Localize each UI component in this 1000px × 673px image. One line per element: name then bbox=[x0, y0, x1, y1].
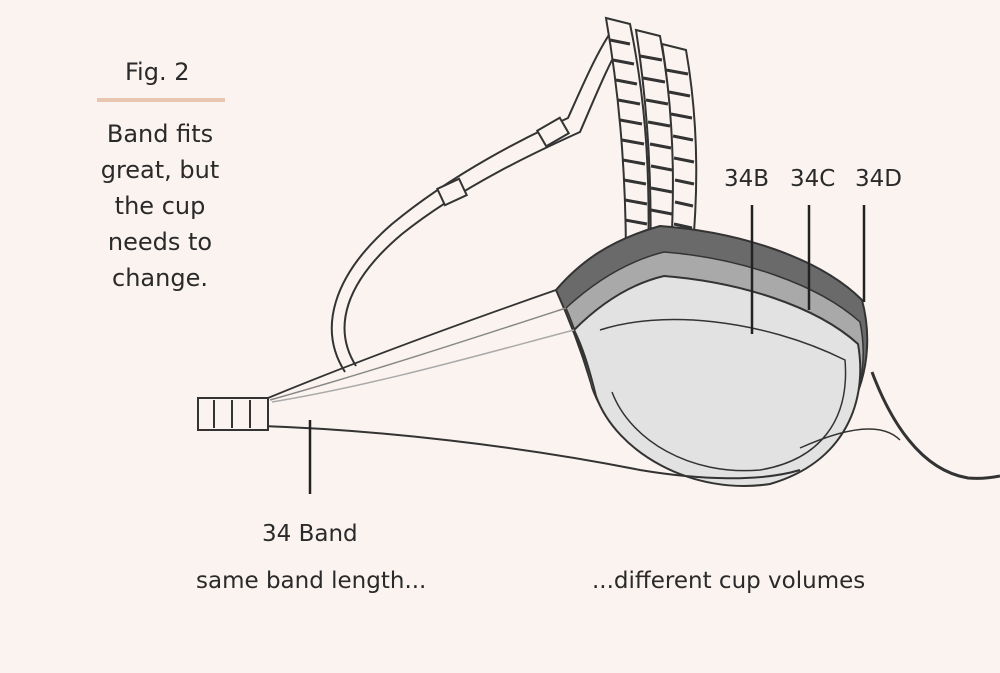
center-gore-curve bbox=[799, 428, 901, 449]
hook-eye-columns bbox=[213, 400, 251, 428]
cup-seam bbox=[599, 318, 847, 472]
band-wing-mid-2 bbox=[271, 329, 575, 403]
strap-slider-lower bbox=[435, 177, 469, 207]
band-wing-mid-1 bbox=[269, 307, 567, 401]
shoulder-strap-outer bbox=[330, 21, 619, 373]
band-length-note: same band length... bbox=[196, 568, 427, 594]
title-underline bbox=[97, 98, 225, 102]
cup-label-34b: 34B bbox=[724, 166, 770, 192]
cup-volume-note: ...different cup volumes bbox=[592, 568, 866, 594]
band-wing-top bbox=[267, 289, 557, 399]
strap-slider-upper bbox=[535, 116, 571, 148]
shoulder-strap-inner bbox=[343, 34, 627, 367]
underwire-curve bbox=[870, 371, 1000, 480]
figure-caption: Band fits great, but the cup needs to ch… bbox=[100, 120, 220, 292]
cup-label-34d: 34D bbox=[855, 166, 902, 192]
cup-label-34c: 34C bbox=[790, 166, 836, 192]
band-size-label: 34 Band bbox=[262, 521, 358, 547]
figure-title: Fig. 2 bbox=[125, 58, 190, 86]
band-wing-bottom bbox=[261, 425, 801, 480]
cup-34b-shape bbox=[572, 274, 862, 487]
